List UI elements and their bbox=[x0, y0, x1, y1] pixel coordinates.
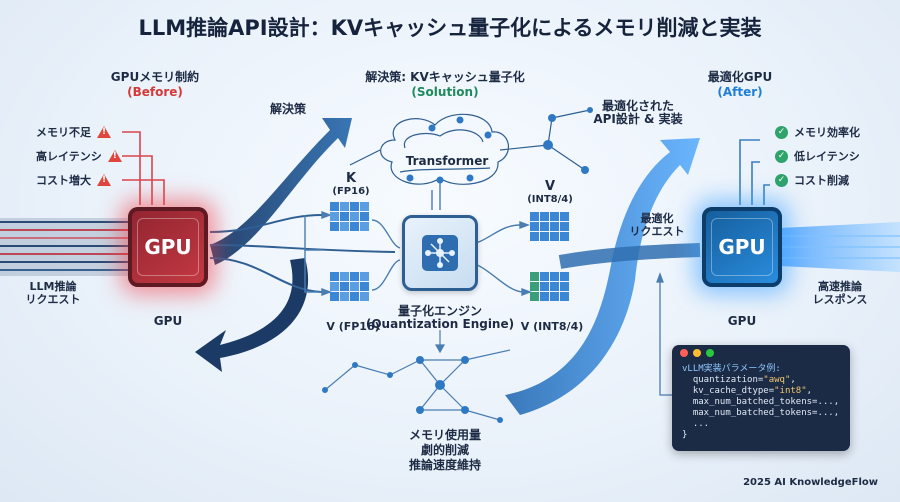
before-header: GPUメモリ制約 (Before) bbox=[80, 70, 230, 100]
issue-item: コスト増大 bbox=[36, 168, 122, 192]
code-line-2-value: "int8" bbox=[774, 386, 807, 396]
benefit-label: コスト削減 bbox=[794, 174, 849, 187]
code-line-6: } bbox=[682, 430, 688, 440]
k-label-name: K bbox=[345, 171, 357, 186]
after-header-label: 最適化GPU bbox=[707, 70, 773, 84]
credit-text: 2025 AI KnowledgeFlow bbox=[743, 477, 878, 488]
benefit-label: 低レイテンシ bbox=[794, 150, 860, 163]
optimized-api-label: 最適化された API設計 & 実装 bbox=[593, 99, 683, 126]
memory-result-label: 推論速度維持 bbox=[408, 458, 481, 472]
solution-arrow-label: 解決策 bbox=[269, 102, 306, 116]
transformer-network bbox=[349, 109, 591, 185]
check-icon: ✓ bbox=[775, 125, 788, 139]
code-line-1-end: , bbox=[790, 375, 796, 385]
code-heading: vLLM実装パラメータ例: bbox=[682, 364, 781, 374]
gpu-chip-before-label: GPU bbox=[144, 235, 192, 259]
gpu-chip-after-label: GPU bbox=[718, 235, 766, 259]
maximize-dot-icon bbox=[706, 349, 714, 357]
quantization-engine-chip bbox=[402, 215, 478, 291]
code-body: vLLM実装パラメータ例: quantization="awq", kv_cac… bbox=[672, 361, 850, 441]
engine-label-sub: (Quantization Engine) bbox=[365, 317, 515, 331]
before-subheader: (Before) bbox=[127, 85, 183, 99]
page-title: LLM推論API設計：KVキャッシュ量子化によるメモリ削減と実装 bbox=[138, 16, 762, 40]
solution-header: 解決策: KVキャッシュ量子化 (Solution) bbox=[345, 70, 545, 100]
k-cache-fp16-grid bbox=[330, 202, 369, 231]
issue-label: 高レイテンシ bbox=[36, 150, 102, 163]
solution-subheader: (Solution) bbox=[411, 85, 479, 99]
issue-list: メモリ不足 高レイテンシ コスト増大 bbox=[36, 120, 122, 192]
v-int-label: V (INT8/4) bbox=[520, 320, 584, 333]
k-label: K (FP16) bbox=[326, 172, 376, 198]
issue-label: メモリ不足 bbox=[36, 126, 91, 139]
minimize-dot-icon bbox=[693, 349, 701, 357]
reduction-network bbox=[324, 330, 511, 421]
close-dot-icon bbox=[680, 349, 688, 357]
after-subheader: (After) bbox=[717, 85, 763, 99]
after-header: 最適化GPU (After) bbox=[680, 70, 800, 100]
optimized-request-label: 最適化 リクエスト bbox=[629, 212, 685, 238]
engine-label: 量子化エンジン (Quantization Engine) bbox=[360, 305, 520, 331]
input-request-label: LLM推論 リクエスト bbox=[25, 280, 81, 306]
benefit-item: ✓ メモリ効率化 bbox=[775, 120, 860, 144]
v-label: V (INT8/4) bbox=[520, 180, 580, 206]
code-line-1-key: quantization= bbox=[692, 375, 764, 385]
code-line-2-key: kv_cache_dtype= bbox=[692, 386, 775, 396]
code-line-5: ... bbox=[692, 419, 710, 429]
code-panel-titlebar bbox=[672, 345, 850, 361]
issue-item: メモリ不足 bbox=[36, 120, 122, 144]
engine-label-name: 量子化エンジン bbox=[397, 304, 482, 318]
check-icon: ✓ bbox=[775, 149, 788, 163]
return-arrow-down bbox=[195, 258, 309, 372]
solution-header-label: 解決策: KVキャッシュ量子化 bbox=[365, 70, 525, 84]
code-panel: vLLM実装パラメータ例: quantization="awq", kv_cac… bbox=[672, 345, 850, 451]
memory-result-label: 劇的削減 bbox=[420, 443, 469, 457]
warning-icon bbox=[107, 150, 122, 162]
code-line-1-value: "awq" bbox=[763, 375, 791, 385]
input-stream-lines bbox=[0, 221, 130, 271]
v-fp16-label: V (FP16) bbox=[326, 320, 380, 333]
v-label-name: V bbox=[544, 179, 556, 194]
engine-network-icon bbox=[422, 235, 458, 271]
code-line-4: max_num_batched_tokens=..., bbox=[692, 408, 840, 418]
benefit-item: ✓ コスト削減 bbox=[775, 168, 860, 192]
benefit-item: ✓ 低レイテンシ bbox=[775, 144, 860, 168]
gpu-chip-before-core: GPU bbox=[137, 218, 199, 276]
check-icon: ✓ bbox=[775, 173, 788, 187]
issue-label: コスト増大 bbox=[36, 174, 91, 187]
issue-item: 高レイテンシ bbox=[36, 144, 122, 168]
before-header-label: GPUメモリ制約 bbox=[110, 70, 200, 84]
benefit-label: メモリ効率化 bbox=[794, 126, 860, 139]
v-cache-fp16-grid bbox=[330, 272, 369, 301]
gpu-chip-after: GPU bbox=[702, 207, 782, 287]
memory-result-labels: メモリ使用量 劇的削減 推論速度維持 bbox=[390, 428, 500, 473]
benefit-list: ✓ メモリ効率化 ✓ 低レイテンシ ✓ コスト削減 bbox=[775, 120, 860, 192]
code-line-3: max_num_batched_tokens=..., bbox=[692, 397, 840, 407]
gpu-chip-after-core: GPU bbox=[711, 218, 773, 276]
optimized-arrow bbox=[505, 138, 700, 415]
gpu-after-caption: GPU bbox=[727, 314, 757, 328]
warning-icon bbox=[97, 126, 111, 138]
memory-result-label: メモリ使用量 bbox=[408, 428, 481, 442]
code-line-2-end: , bbox=[806, 386, 813, 396]
v-cache-int-grid-bottom bbox=[530, 272, 569, 301]
output-response-label: 高速推論 レスポンス bbox=[812, 280, 868, 306]
warning-icon bbox=[97, 174, 111, 186]
v-label-precision: (INT8/4) bbox=[527, 194, 573, 205]
transformer-label: Transformer bbox=[405, 154, 489, 168]
v-cache-int-grid-top bbox=[530, 212, 569, 241]
gpu-chip-before: GPU bbox=[128, 207, 208, 287]
gpu-before-caption: GPU bbox=[153, 314, 183, 328]
k-label-precision: (FP16) bbox=[332, 186, 370, 197]
